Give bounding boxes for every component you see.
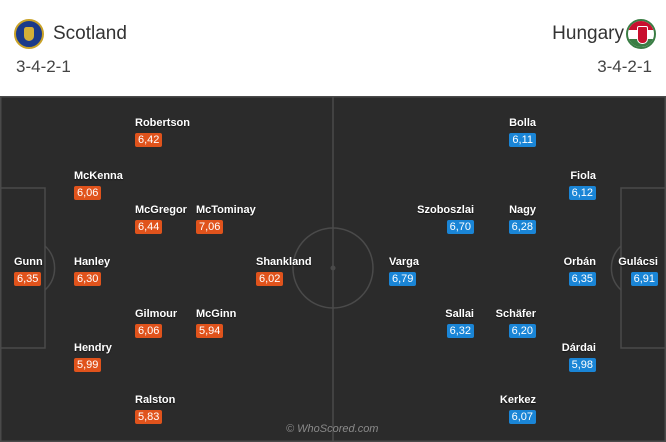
player-name: McGinn [196,308,237,320]
player-name: Gilmour [135,308,178,320]
player-fiola[interactable]: Fiola 6,12 [476,170,596,201]
player-rating: 6,12 [568,186,596,200]
player-rating: 6,06 [74,186,102,200]
scotland-crest-icon [14,19,44,49]
player-name: Fiola [570,170,596,182]
player-robertson[interactable]: Robertson 6,42 [135,117,255,148]
player-rating: 6,79 [389,272,417,286]
player-rating: 5,94 [196,324,224,338]
match-header: Scotland 3-4-2-1 Hungary 3-4-2-1 [0,0,666,96]
player-name: Hanley [74,256,111,268]
player-rating: 6,35 [14,272,42,286]
away-formation: 3-4-2-1 [597,57,652,76]
player-rating: 6,91 [630,272,658,286]
player-name: McTominay [196,204,256,216]
player-rating: 5,83 [135,410,163,424]
player-rating: 6,42 [135,133,163,147]
player-nagy[interactable]: Nagy 6,28 [416,204,536,235]
player-name: Schäfer [495,308,536,320]
player-hanley[interactable]: Hanley 6,30 [74,256,194,287]
player-name: Bolla [509,117,536,129]
pitch: Robertson 6,42 McKenna 6,06 McGregor 6,4… [0,96,666,442]
player-name: McGregor [135,204,187,216]
player-name: Gulácsi [618,256,658,268]
player-rating: 6,20 [508,324,536,338]
player-name: McKenna [74,170,123,182]
player-name: Hendry [74,342,112,354]
player-name: Sallai [445,308,474,320]
player-rating: 6,35 [568,272,596,286]
player-rating: 6,28 [508,220,536,234]
watermark: © WhoScored.com [286,423,379,435]
player-name: Varga [389,256,419,268]
player-name: Kerkez [499,394,536,406]
player-mckenna[interactable]: McKenna 6,06 [74,170,194,201]
player-rating: 5,99 [74,358,102,372]
player-shankland[interactable]: Shankland 6,02 [256,256,376,287]
home-team-name[interactable]: Scotland [53,23,127,44]
player-name: Gunn [14,256,43,268]
player-varga[interactable]: Varga 6,79 [389,256,509,287]
player-rating: 6,07 [508,410,536,424]
player-rating: 6,11 [509,133,536,147]
player-rating: 6,44 [135,220,163,234]
home-formation: 3-4-2-1 [16,57,71,76]
player-name: Robertson [135,117,190,129]
player-rating: 7,06 [196,220,224,234]
player-rating: 5,98 [568,358,596,372]
player-gunn[interactable]: Gunn 6,35 [14,256,134,287]
player-orban[interactable]: Orbán 6,35 [476,256,596,287]
player-dardai[interactable]: Dárdai 5,98 [476,342,596,373]
player-mctominay[interactable]: McTominay 7,06 [196,204,316,235]
player-gilmour[interactable]: Gilmour 6,06 [135,308,255,339]
player-name: Dárdai [561,342,596,354]
player-name: Ralston [135,394,176,406]
hungary-crest-icon [626,19,656,49]
player-mcgregor[interactable]: McGregor 6,44 [135,204,255,235]
player-rating: 6,30 [74,272,102,286]
pitch-markings [0,96,666,442]
player-gulacsi[interactable]: Gulácsi 6,91 [538,256,658,287]
player-rating: 6,02 [256,272,284,286]
player-bolla[interactable]: Bolla 6,11 [416,117,536,148]
player-kerkez[interactable]: Kerkez 6,07 [416,394,536,425]
player-schafer[interactable]: Schäfer 6,20 [416,308,536,339]
player-rating: 6,32 [446,324,474,338]
player-ralston[interactable]: Ralston 5,83 [135,394,255,425]
away-team-name[interactable]: Hungary [552,23,624,44]
player-hendry[interactable]: Hendry 5,99 [74,342,194,373]
player-rating: 6,06 [135,324,163,338]
player-name: Nagy [509,204,536,216]
player-rating: 6,70 [446,220,474,234]
player-name: Szoboszlai [417,204,474,216]
player-szoboszlai[interactable]: Szoboszlai 6,70 [354,204,474,235]
player-name: Shankland [256,256,312,268]
player-name: Orbán [563,256,596,268]
player-sallai[interactable]: Sallai 6,32 [354,308,474,339]
player-mcginn[interactable]: McGinn 5,94 [196,308,316,339]
